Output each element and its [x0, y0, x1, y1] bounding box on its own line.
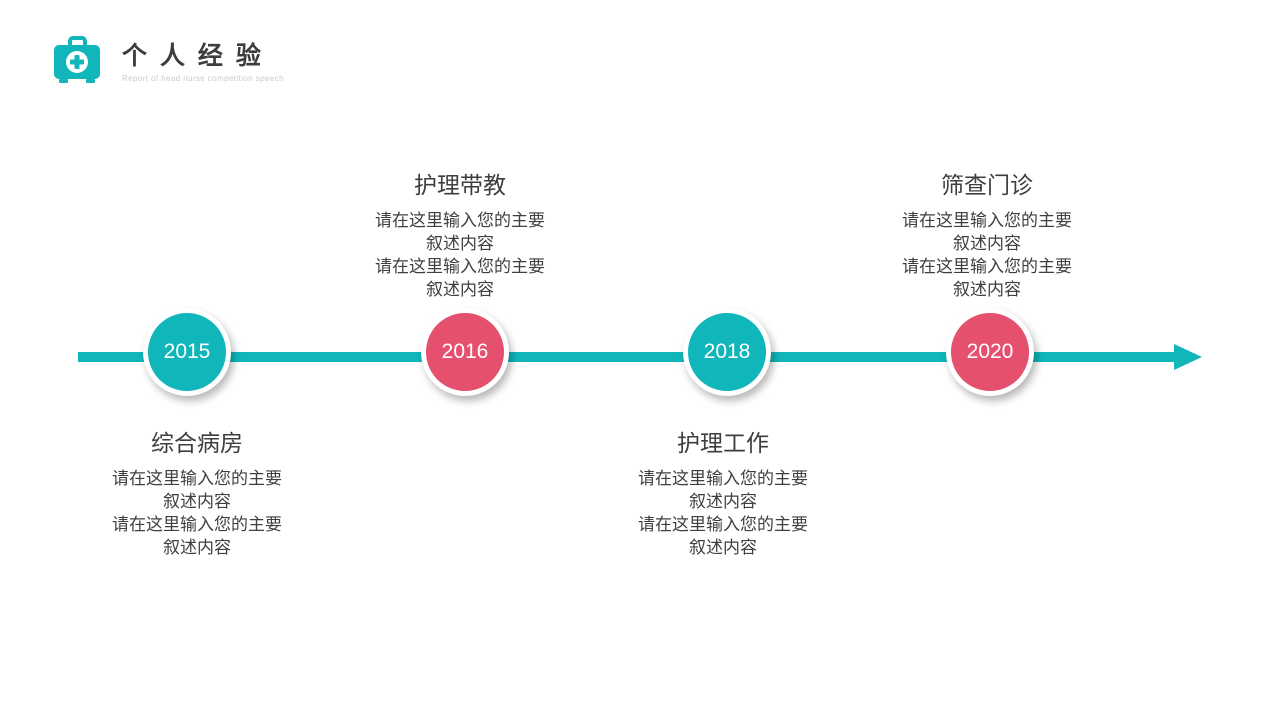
- first-aid-kit-icon: [54, 36, 100, 83]
- header-text: 个 人 经 验 Report of head nurse competition…: [122, 36, 284, 83]
- timeline-node-2015: 2015: [143, 308, 231, 396]
- milestone-text-line: 请在这里输入您的主要: [638, 469, 808, 488]
- slide-header: 个 人 经 验 Report of head nurse competition…: [54, 36, 284, 85]
- timeline-node-2020: 2020: [946, 308, 1034, 396]
- page-title: 个 人 经 验: [122, 42, 264, 70]
- milestone-text-line: 请在这里输入您的主要: [112, 515, 282, 534]
- timeline-line: [78, 352, 1176, 362]
- timeline-arrow-icon: [1174, 344, 1202, 370]
- milestone-text-line: 请在这里输入您的主要: [902, 257, 1072, 276]
- milestone-text-line: 请在这里输入您的主要: [902, 211, 1072, 230]
- milestone-block-2015: 综合病房 请在这里输入您的主要 叙述内容 请在这里输入您的主要 叙述内容: [67, 428, 327, 559]
- milestone-text-line: 叙述内容: [426, 234, 494, 253]
- milestone-block-2016: 护理带教 请在这里输入您的主要 叙述内容 请在这里输入您的主要 叙述内容: [330, 170, 590, 301]
- milestone-text-line: 叙述内容: [689, 492, 757, 511]
- milestone-title: 综合病房: [151, 430, 243, 456]
- milestone-text-line: 叙述内容: [953, 234, 1021, 253]
- year-label: 2015: [163, 340, 211, 363]
- milestone-text-line: 叙述内容: [163, 492, 231, 511]
- milestone-block-2018: 护理工作 请在这里输入您的主要 叙述内容 请在这里输入您的主要 叙述内容: [593, 428, 853, 559]
- timeline-node-2016: 2016: [421, 308, 509, 396]
- milestone-text-line: 叙述内容: [426, 280, 494, 299]
- milestone-text-line: 请在这里输入您的主要: [375, 257, 545, 276]
- milestone-title: 筛查门诊: [941, 172, 1033, 198]
- year-label: 2016: [441, 340, 489, 363]
- year-label: 2018: [703, 340, 751, 363]
- milestone-text-line: 请在这里输入您的主要: [112, 469, 282, 488]
- milestone-title: 护理工作: [677, 430, 769, 456]
- milestone-text-line: 叙述内容: [689, 538, 757, 557]
- milestone-title: 护理带教: [414, 172, 506, 198]
- milestone-text-line: 叙述内容: [953, 280, 1021, 299]
- milestone-text-line: 请在这里输入您的主要: [375, 211, 545, 230]
- milestone-block-2020: 筛查门诊 请在这里输入您的主要 叙述内容 请在这里输入您的主要 叙述内容: [857, 170, 1117, 301]
- year-label: 2020: [966, 340, 1014, 363]
- page-subtitle: Report of head nurse competition speech: [122, 74, 284, 83]
- milestone-text-line: 叙述内容: [163, 538, 231, 557]
- milestone-text-line: 请在这里输入您的主要: [638, 515, 808, 534]
- timeline-node-2018: 2018: [683, 308, 771, 396]
